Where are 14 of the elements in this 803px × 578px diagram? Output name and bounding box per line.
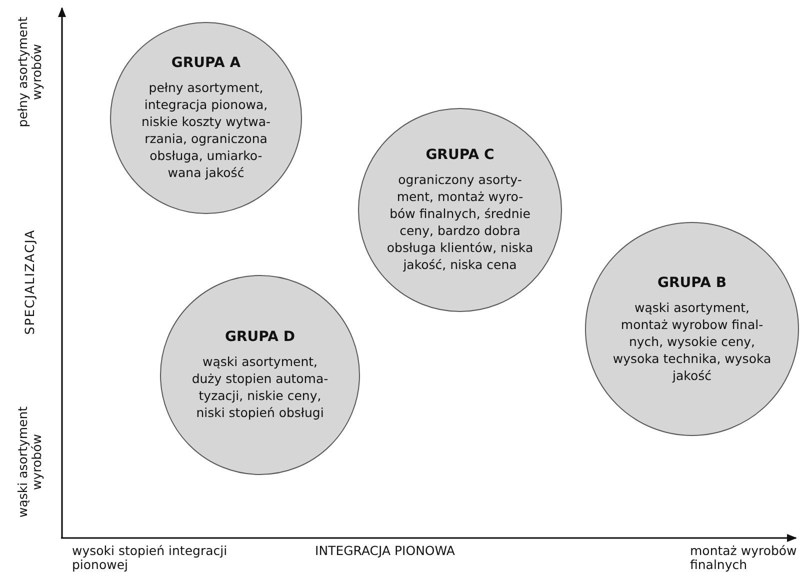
group-title: GRUPA A: [171, 55, 241, 71]
axis-label: wysoki stopień integracji pionowej: [72, 544, 228, 572]
axis-title: INTEGRACJA PIONOWA: [314, 544, 456, 558]
group-title: GRUPA D: [225, 329, 295, 345]
axis-title: SPECJALIZACJA: [23, 228, 37, 337]
group-title: GRUPA B: [658, 274, 726, 290]
group-description: ograniczony asorty- ment, montaż wyro- bów finalnych, średnie ceny, bardzo dobra obsługa klientów, niska jakość, niska cena: [386, 171, 534, 273]
axis-label: montaż wyrobów finalnych: [690, 544, 798, 572]
group-description: pełny asortyment, integracja pionowa, niskie koszty wytwa- rzania, ograniczona obsługa, umiarko- wana jakość: [140, 79, 272, 181]
axis-label: wąski asortyment wyrobów: [16, 405, 44, 520]
group-description: wąski asortyment, duży stopien automa- tyzacji, niskie ceny, niski stopień obsługi: [190, 353, 330, 421]
axis-label: pełny asortyment wyrobów: [16, 16, 44, 130]
group-description: wąski asortyment, montaż wyrobow final- nych, wysokie ceny, wysoka technika, wysoka jakość: [612, 298, 772, 384]
group-title: GRUPA C: [426, 147, 494, 163]
